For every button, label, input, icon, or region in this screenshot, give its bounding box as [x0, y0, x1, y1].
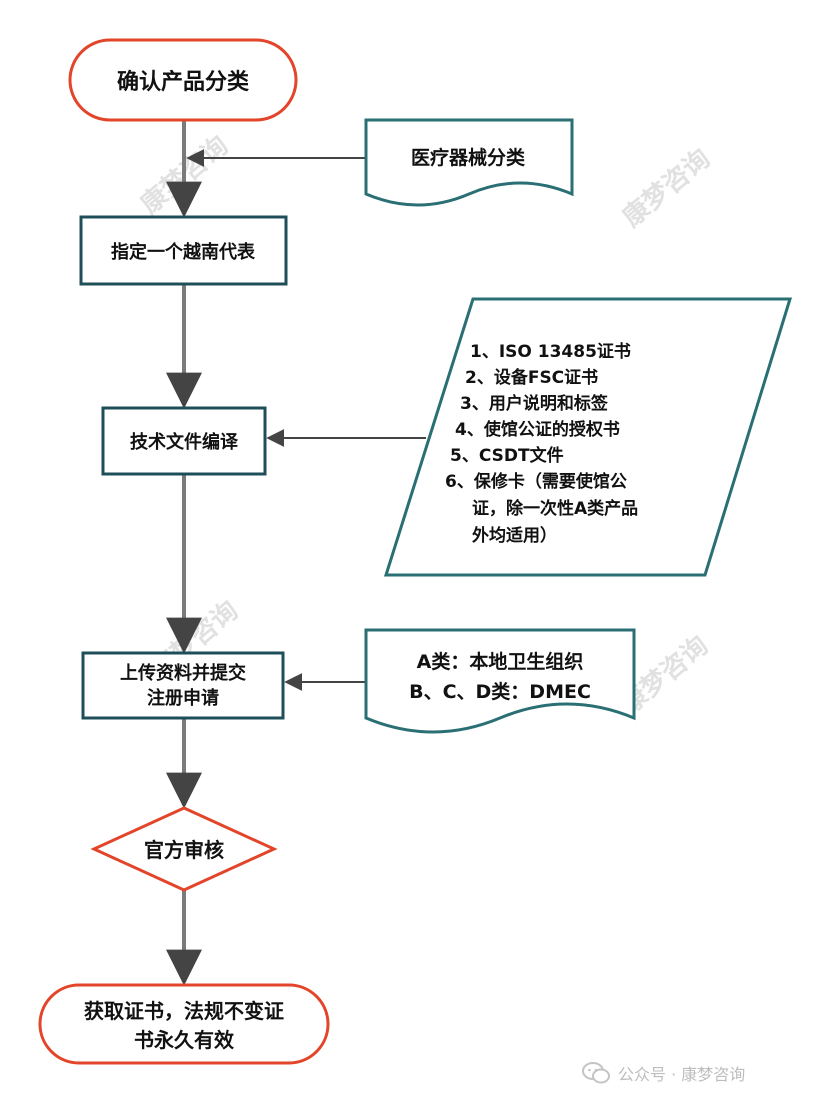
authority-line-1: A类：本地卫生组织: [417, 650, 584, 673]
tech-docs-label: 技术文件编译: [130, 431, 239, 453]
end-terminal-label-1: 获取证书，法规不变证: [84, 999, 284, 1023]
documents-list-item-4: 4、使馆公证的授权书: [455, 419, 620, 440]
documents-list-item-5: 5、CSDT文件: [450, 445, 564, 466]
documents-list-item-2: 2、设备FSC证书: [465, 367, 598, 388]
official-review-diamond: 官方审核: [90, 806, 278, 892]
start-terminal-label: 确认产品分类: [117, 69, 250, 95]
documents-list-item-3: 3、用户说明和标签: [460, 393, 609, 414]
appoint-representative-label: 指定一个越南代表: [111, 241, 256, 263]
documents-list-parallelogram: 1、ISO 13485证书 2、设备FSC证书 3、用户说明和标签 4、使馆公证…: [383, 297, 793, 577]
documents-list-item-6-cont-2: 外均适用）: [472, 525, 557, 546]
end-terminal: 获取证书，法规不变证 书永久有效: [38, 983, 330, 1065]
footer-text: 公众号 · 康梦咨询: [618, 1065, 746, 1084]
tech-docs-box: 技术文件编译: [101, 406, 267, 476]
end-terminal-label-2: 书永久有效: [134, 1028, 234, 1052]
wechat-icon: [582, 1062, 610, 1084]
documents-list-item-1: 1、ISO 13485证书: [470, 342, 631, 362]
upload-submit-label-1: 上传资料并提交: [120, 662, 246, 684]
submission-authority-document: A类：本地卫生组织 B、C、D类：DMEC: [364, 628, 636, 734]
device-classification-document: 医疗器械分类: [364, 118, 574, 207]
appoint-representative-box: 指定一个越南代表: [79, 215, 288, 286]
input-arrows: [186, 149, 426, 691]
upload-submit-label-2: 注册申请: [147, 687, 219, 709]
official-review-label: 官方审核: [144, 838, 224, 862]
authority-line-2: B、C、D类：DMEC: [409, 680, 591, 703]
watermark: 康梦咨询: [617, 143, 717, 234]
documents-list-item-6: 6、保修卡（需要使馆公: [445, 471, 627, 492]
device-classification-label: 医疗器械分类: [411, 146, 525, 169]
upload-submit-box: 上传资料并提交 注册申请: [81, 651, 285, 720]
documents-list-item-6-cont-1: 证，除一次性A类产品: [472, 498, 638, 519]
footer-watermark: 公众号 · 康梦咨询: [582, 1056, 745, 1090]
start-terminal: 确认产品分类: [68, 38, 298, 122]
